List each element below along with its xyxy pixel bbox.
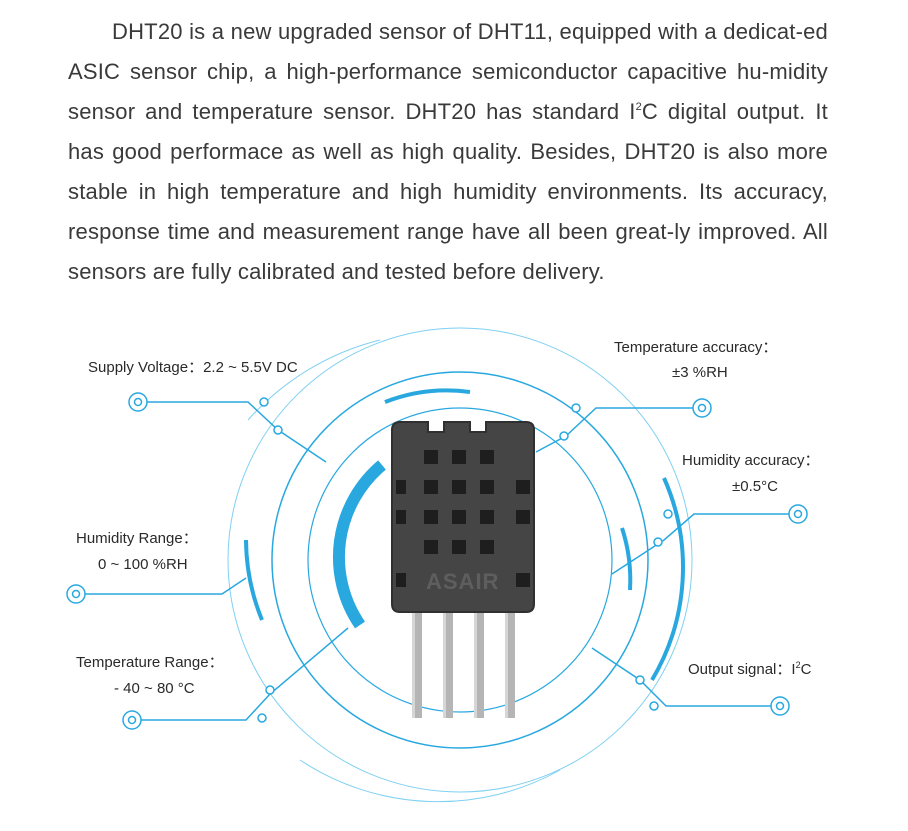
humidity-accuracy-value: ±0.5°C <box>732 478 778 495</box>
humidity-range-title: Humidity Range： <box>76 530 198 547</box>
temperature-range-value: - 40 ~ 80 °C <box>114 680 195 697</box>
output-signal-prefix: Output signal：I <box>688 661 796 678</box>
output-signal-suffix: C <box>800 661 812 678</box>
product-description: DHT20 is a new upgraded sensor of DHT11,… <box>68 12 828 292</box>
description-superscript: 2 <box>635 101 642 113</box>
temperature-accuracy-value: ±3 %RH <box>672 364 728 381</box>
decorative-rings <box>227 327 693 803</box>
temperature-range-title: Temperature Range： <box>76 654 224 671</box>
chip-brand-label: ASAIR <box>426 569 500 594</box>
sensor-pins <box>412 610 515 718</box>
target-icons <box>66 392 808 730</box>
connector-lines <box>84 401 790 721</box>
output-signal-label: Output signal：I2C <box>688 659 811 681</box>
humidity-range-value: 0 ~ 100 %RH <box>98 556 188 573</box>
connector-nodes <box>257 397 673 723</box>
output-signal-superscript: 2 <box>795 660 801 670</box>
sensor-chip <box>391 421 535 613</box>
humidity-accuracy-title: Humidity accuracy： <box>682 452 820 469</box>
supply-voltage-label: Supply Voltage：2.2 ~ 5.5V DC <box>88 359 298 376</box>
description-part2: C digital output. It has good performace… <box>68 99 828 284</box>
description-part1: DHT20 is a new upgraded sensor of DHT11,… <box>68 19 828 124</box>
temperature-accuracy-title: Temperature accuracy： <box>614 339 778 356</box>
